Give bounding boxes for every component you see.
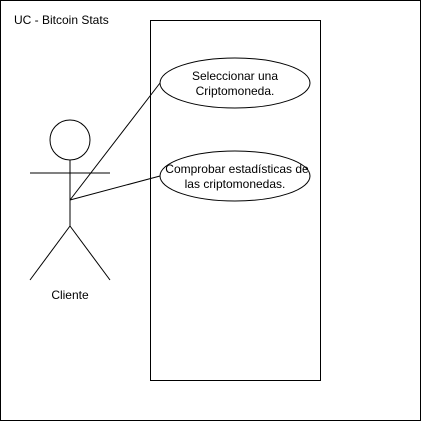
use-case-label-line2: Criptomoneda. (196, 84, 275, 98)
actor-head (49, 119, 91, 161)
use-case-label-line1: Comprobar estadísticas de (165, 162, 309, 176)
use-case-ellipse (159, 57, 311, 109)
actor-cliente: Cliente (29, 119, 111, 302)
use-case-ellipse (159, 150, 311, 202)
use-case-select-crypto: Seleccionar una Criptomoneda. (159, 57, 311, 109)
actor-left-leg (29, 225, 71, 281)
association-line-select (69, 82, 161, 201)
actor-label: Cliente (51, 288, 89, 302)
use-case-label-line2: las criptomonedas. (185, 177, 286, 191)
use-case-label-line1: Seleccionar una (192, 69, 278, 83)
system-boundary (150, 20, 321, 381)
diagram-title: UC - Bitcoin Stats (14, 13, 109, 27)
use-case-check-stats: Comprobar estadísticas de las criptomone… (159, 150, 311, 202)
actor-right-leg (69, 225, 111, 281)
association-line-stats (69, 175, 161, 201)
